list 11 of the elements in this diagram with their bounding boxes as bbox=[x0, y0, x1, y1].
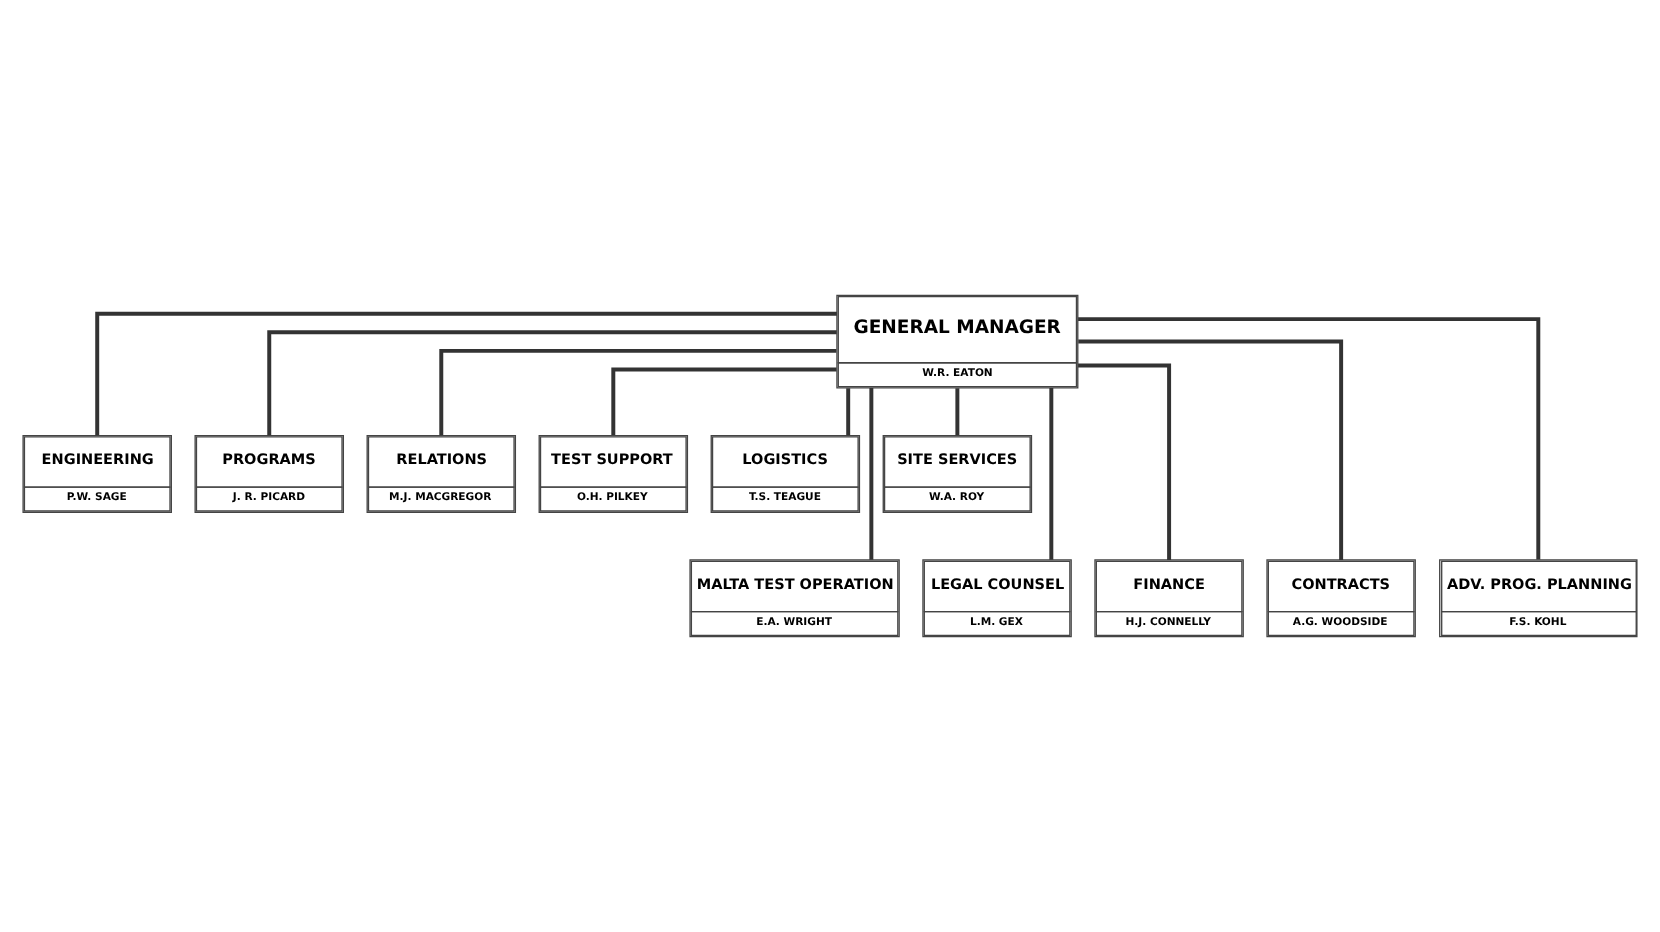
connector bbox=[439, 348, 837, 436]
connector bbox=[1049, 388, 1054, 560]
connector bbox=[267, 330, 837, 436]
connector bbox=[1078, 339, 1344, 560]
connector bbox=[846, 388, 851, 436]
connector bbox=[1078, 317, 1541, 560]
connector bbox=[1078, 363, 1172, 560]
connector bbox=[611, 367, 837, 435]
connector bbox=[955, 388, 960, 436]
connector bbox=[869, 388, 874, 560]
connector bbox=[95, 311, 837, 436]
